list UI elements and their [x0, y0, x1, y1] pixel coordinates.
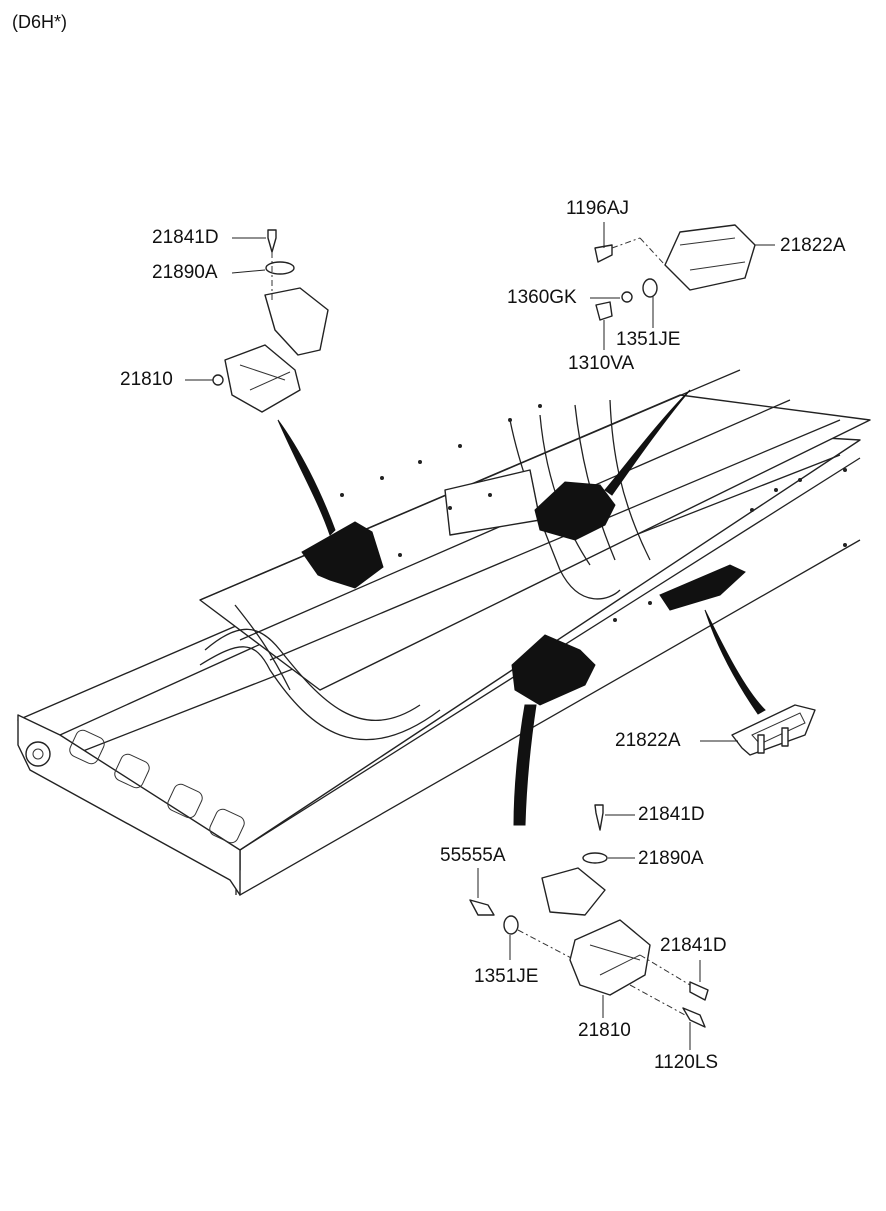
bolt-21841d-bottom-icon [594, 804, 604, 831]
clip-1360gk-icon [621, 291, 633, 303]
bracket-21822a-top-icon [664, 224, 756, 291]
nut-1310va-icon [595, 301, 613, 321]
callout-21841d-right: 21841D [660, 935, 727, 956]
callout-21890a-top: 21890A [152, 262, 218, 283]
screw-1120ls-icon [682, 1007, 706, 1028]
callout-1120ls: 1120LS [654, 1052, 719, 1073]
mount-assembly-bottom [469, 804, 709, 1028]
bracket-icon [264, 287, 329, 356]
bolt-21841d-icon [267, 229, 277, 253]
callout-1310va: 1310VA [568, 353, 635, 374]
callout-1360gk: 1360GK [507, 287, 577, 308]
washer-21890a-bottom-icon [582, 852, 608, 864]
callout-55555a: 55555A [440, 845, 506, 866]
installed-bracket-right [659, 564, 766, 715]
callout-21822a-top: 21822A [780, 235, 846, 256]
bracket-21822a-loose [731, 704, 816, 756]
callout-1196aj: 1196AJ [566, 198, 630, 219]
tow-hook-icon [25, 741, 51, 767]
callout-21841d-bottom: 21841D [638, 804, 705, 825]
bolt-1196aj-icon [594, 244, 613, 263]
washer-1351je-bottom-icon [503, 915, 519, 935]
callout-21841d-top: 21841D [152, 227, 219, 248]
washer-21890a-icon [265, 261, 295, 275]
callout-21890a-bottom: 21890A [638, 848, 704, 869]
chassis-frame [17, 369, 871, 897]
callout-21810-top: 21810 [120, 369, 173, 390]
leader-lines [185, 222, 775, 1050]
callout-1351je-bottom: 1351JE [474, 966, 539, 987]
engine-code-header: (D6H*) [12, 12, 68, 32]
bracket-bottom-icon [541, 867, 606, 916]
washer-1351je-top-icon [642, 278, 658, 298]
callout-21822a-mid: 21822A [615, 730, 681, 751]
bolt-55555a-icon [469, 899, 495, 916]
callout-1351je-top: 1351JE [616, 329, 681, 350]
bolt-21841d-right-icon [689, 981, 709, 1001]
installed-mount-rear [534, 389, 691, 541]
callout-21810-bottom: 21810 [578, 1020, 631, 1041]
installed-mount-left [277, 419, 384, 589]
mount-21810-bottom-icon [569, 919, 651, 996]
bracket-assembly-top-right [594, 224, 756, 321]
installed-mount-center [511, 634, 596, 826]
mount-21810-icon [224, 344, 301, 413]
mount-assembly-top-left [212, 229, 329, 413]
